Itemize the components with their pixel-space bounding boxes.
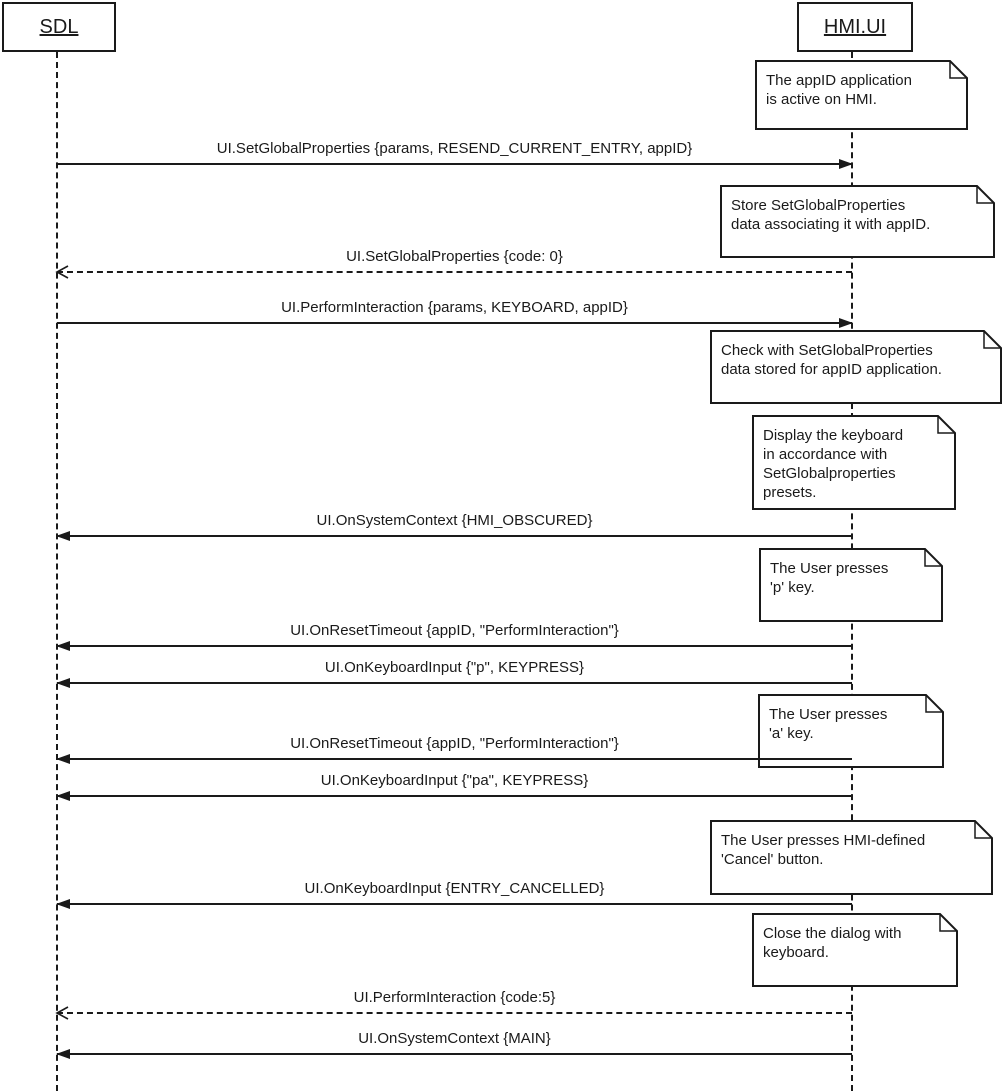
note-store-setglobalproperties: Store SetGlobalProperties data associati… [720,185,995,258]
sdl-lifeline [56,52,58,1091]
open-arrowhead-left-icon [55,265,69,279]
note-outline [710,820,993,895]
filled-arrowhead-left-icon [56,1049,70,1059]
actor-hmi-ui-label: HMI.UI [823,15,887,38]
open-arrowhead-left-icon [55,1006,69,1020]
note-close-dialog: Close the dialog with keyboard. [752,913,958,987]
message-line [57,645,852,647]
message-label: UI.OnResetTimeout {appID, "PerformIntera… [290,622,619,639]
message-line [57,758,852,760]
filled-arrowhead-left-icon [56,899,70,909]
message-label: UI.OnKeyboardInput {ENTRY_CANCELLED} [304,880,605,897]
filled-arrowhead-right-icon [839,159,853,169]
filled-arrowhead-left-icon [56,754,70,764]
note-text: The User presses 'p' key. [770,560,889,596]
note-text: Close the dialog with keyboard. [763,925,902,961]
filled-arrowhead-left-icon [56,678,70,688]
message-label: UI.SetGlobalProperties {params, RESEND_C… [216,140,693,157]
message-line [57,1053,852,1055]
message-label: UI.OnKeyboardInput {"p", KEYPRESS} [324,659,585,676]
note-outline [752,415,956,510]
note-appid-active: The appID application is active on HMI. [755,60,968,130]
message-performinteraction-response: UI.PerformInteraction {code:5} [55,989,852,1023]
note-user-presses-a: The User presses 'a' key. [758,694,944,768]
note-outline [710,330,1002,404]
filled-arrowhead-left-icon [56,791,70,801]
message-label: UI.OnKeyboardInput {"pa", KEYPRESS} [320,772,589,789]
message-line [57,535,852,537]
message-onsystemcontext-main: UI.OnSystemContext {MAIN} [56,1030,852,1064]
note-text: The User presses HMI-defined 'Cancel' bu… [721,832,926,868]
note-text: The appID application is active on HMI. [766,72,912,108]
message-onkeyboardinput-pa: UI.OnKeyboardInput {"pa", KEYPRESS} [56,772,852,806]
message-line [57,1012,852,1014]
note-outline [752,913,958,987]
actor-hmi-ui: HMI.UI [797,2,913,52]
message-line [57,322,852,324]
note-text: The User presses 'a' key. [769,706,888,742]
note-outline [755,60,968,130]
actor-sdl: SDL [2,2,116,52]
note-text: Display the keyboard in accordance with … [763,427,904,501]
message-line [57,795,852,797]
message-onresettimeout-2: UI.OnResetTimeout {appID, "PerformIntera… [56,735,852,769]
message-line [57,903,852,905]
filled-arrowhead-left-icon [56,531,70,541]
message-line [57,271,852,273]
filled-arrowhead-right-icon [839,318,853,328]
note-outline [758,694,944,768]
note-outline [720,185,995,258]
message-onkeyboardinput-p: UI.OnKeyboardInput {"p", KEYPRESS} [56,659,852,693]
note-text: Check with SetGlobalProperties data stor… [721,342,942,378]
message-label: UI.OnSystemContext {HMI_OBSCURED} [316,512,593,529]
message-label: UI.OnSystemContext {MAIN} [358,1030,551,1047]
message-label: UI.PerformInteraction {code:5} [353,989,556,1006]
message-label: UI.PerformInteraction {params, KEYBOARD,… [281,299,628,316]
message-performinteraction-request: UI.PerformInteraction {params, KEYBOARD,… [57,299,853,333]
message-onkeyboardinput-entry-cancelled: UI.OnKeyboardInput {ENTRY_CANCELLED} [56,880,852,914]
message-label: UI.OnResetTimeout {appID, "PerformIntera… [290,735,619,752]
note-user-presses-p: The User presses 'p' key. [759,548,943,622]
note-user-presses-cancel: The User presses HMI-defined 'Cancel' bu… [710,820,993,895]
note-outline [759,548,943,622]
filled-arrowhead-left-icon [56,641,70,651]
note-check-setglobalproperties: Check with SetGlobalProperties data stor… [710,330,1002,404]
message-label: UI.SetGlobalProperties {code: 0} [346,248,563,265]
message-line [57,163,852,165]
message-setglobalproperties-request: UI.SetGlobalProperties {params, RESEND_C… [57,140,853,174]
actor-sdl-label: SDL [39,15,79,38]
note-text: Store SetGlobalProperties data associati… [731,197,931,233]
message-onsystemcontext-hmi-obscured: UI.OnSystemContext {HMI_OBSCURED} [56,512,852,546]
message-line [57,682,852,684]
message-onresettimeout-1: UI.OnResetTimeout {appID, "PerformIntera… [56,622,852,656]
note-display-keyboard: Display the keyboard in accordance with … [752,415,956,510]
message-setglobalproperties-response: UI.SetGlobalProperties {code: 0} [55,248,852,282]
